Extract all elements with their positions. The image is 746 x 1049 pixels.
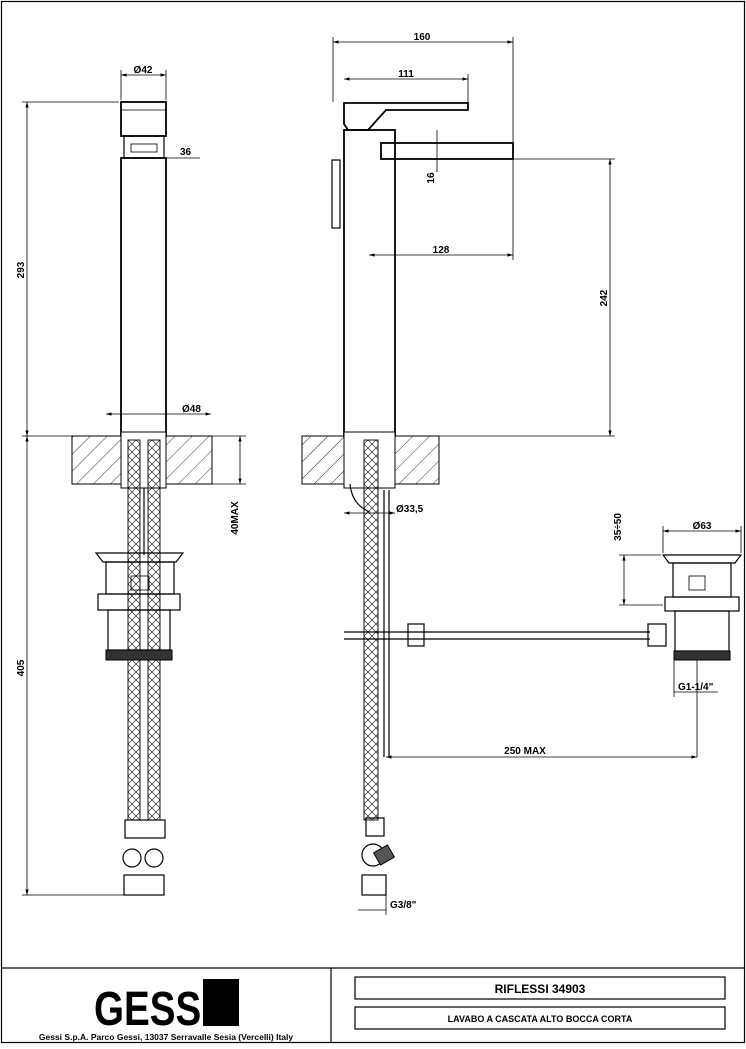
front-handle-lever: [123, 135, 165, 159]
front-view: Ø42 36 293 Ø48 40MAX 405: [16, 65, 246, 896]
product-description-box: [354, 1006, 726, 1030]
product-code-box: [354, 976, 726, 1000]
dim-side-handle-depth: 111: [398, 69, 414, 80]
dim-front-below-length: 405: [16, 659, 27, 676]
side-hose: [363, 439, 379, 821]
waste-detail-view: Ø63 35÷50 G1-1/4": [613, 513, 743, 757]
product-description: LAVABO A CASCATA ALTO BOCCA CORTA: [448, 1014, 633, 1024]
dim-front-body-diameter: Ø48: [182, 404, 201, 415]
side-view: 160 111 16 128 242 Ø33,5 250 MAX G3/8": [301, 32, 697, 915]
waste-thread: [673, 650, 731, 661]
dim-side-total-depth: 160: [414, 32, 431, 43]
dim-inlet-thread: G3/8": [390, 900, 417, 911]
front-hose-right: [147, 439, 161, 821]
title-block: GESSI Gessi S.p.A. Parco Gessi, 13037 Se…: [1, 967, 745, 1042]
dim-side-spout-height: 242: [599, 289, 610, 306]
side-spout: [380, 142, 514, 160]
dim-waste-diameter: Ø63: [693, 521, 712, 532]
company-address: Gessi S.p.A. Parco Gessi, 13037 Serraval…: [39, 1032, 293, 1042]
product-code: RIFLESSI 34903: [495, 982, 586, 996]
dim-side-shank-diameter: Ø33,5: [396, 504, 424, 515]
side-body: [343, 129, 396, 437]
dim-front-deck-thickness: 40MAX: [230, 501, 241, 535]
front-inlet-fittings: [124, 819, 166, 839]
dim-waste-flange-height: 35÷50: [613, 513, 624, 541]
dim-waste-thread: G1-1/4": [678, 682, 714, 693]
front-body: [120, 157, 167, 437]
side-handle: [343, 102, 469, 131]
side-inlet-fitting: [365, 817, 385, 837]
dim-side-spout-thickness: 16: [426, 172, 437, 184]
front-hose-left: [127, 439, 141, 821]
dim-front-handle-height: 36: [180, 147, 192, 158]
gessi-logo: GESSI: [94, 979, 239, 1036]
front-waste-thread: [105, 649, 173, 661]
front-waste-flange: [94, 552, 185, 563]
waste-flange: [661, 554, 743, 564]
side-pop-up-rod: [331, 159, 341, 229]
dim-front-total-height: 293: [16, 261, 27, 278]
brand-logotype: GESSI: [94, 983, 212, 1036]
dim-front-top-diameter: Ø42: [134, 65, 153, 76]
dim-side-spout-reach: 128: [433, 245, 450, 256]
dim-rod-max-length: 250 MAX: [504, 746, 546, 757]
front-handle-cap: [120, 101, 167, 137]
